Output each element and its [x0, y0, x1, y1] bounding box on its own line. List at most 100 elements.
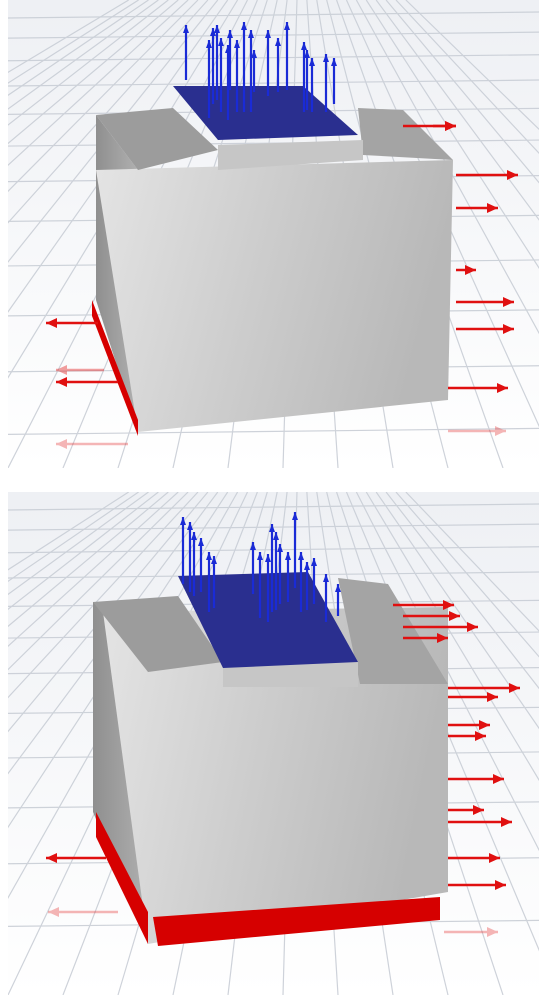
vertical-arrowhead: [234, 40, 240, 48]
lateral-force-arrow-icon: [393, 600, 454, 610]
vertical-arrowhead: [206, 552, 212, 560]
vertical-arrowhead: [218, 38, 224, 46]
grid-line: [8, 0, 169, 126]
block-top-right-ledge: [338, 578, 448, 684]
lateral-arrowhead: [48, 907, 59, 917]
lateral-force-arrow-icon: [56, 439, 128, 449]
lateral-arrowhead: [493, 774, 504, 784]
grid-line: [365, 0, 539, 270]
grid-line: [375, 492, 539, 730]
grid-line: [8, 0, 199, 193]
block-step-face: [218, 140, 363, 170]
lateral-force-arrow-icon: [46, 318, 98, 328]
vertical-arrowhead: [335, 584, 341, 592]
grid-line: [8, 0, 209, 224]
lateral-arrowhead: [507, 170, 518, 180]
vertical-arrowhead: [214, 25, 220, 33]
lateral-force-arrow-icon: [448, 774, 504, 784]
grid-line: [8, 0, 219, 263]
vertical-force-group: [180, 512, 341, 622]
vertical-arrowhead: [241, 22, 247, 30]
grid-line: [8, 0, 159, 110]
grid-line: [8, 492, 159, 610]
block-step-face: [223, 662, 358, 687]
grid-line: [8, 31, 539, 39]
vertical-arrowhead: [301, 42, 307, 50]
vertical-arrowhead: [198, 538, 204, 546]
lateral-force-arrow-icon: [444, 927, 498, 937]
lateral-force-arrow-icon: [46, 853, 106, 863]
lateral-arrowhead: [56, 365, 67, 375]
lateral-arrowhead: [487, 692, 498, 702]
vertical-force-group: [183, 22, 337, 120]
grid-line: [8, 79, 539, 87]
grid-line: [8, 427, 539, 435]
lateral-arrowhead: [495, 880, 506, 890]
lateral-arrowhead: [479, 720, 490, 730]
lateral-force-arrow-icon: [48, 907, 118, 917]
vertical-arrowhead: [309, 58, 315, 66]
vertical-arrowhead: [191, 532, 197, 540]
grid-line: [395, 0, 539, 155]
lateral-arrowhead: [445, 121, 456, 131]
base-stripe-side: [92, 300, 138, 436]
grid-line: [375, 0, 539, 221]
lateral-arrowhead: [503, 297, 514, 307]
grid-line: [8, 0, 139, 84]
grid-line: [8, 492, 169, 628]
grid-line: [8, 492, 209, 733]
vertical-arrowhead: [298, 552, 304, 560]
grid-line: [365, 492, 539, 782]
lateral-arrowhead: [487, 927, 498, 937]
lateral-arrowhead: [465, 265, 476, 275]
grid-line: [395, 492, 539, 658]
vertical-arrowhead: [265, 554, 271, 562]
lateral-force-arrow-icon: [448, 720, 490, 730]
vertical-arrowhead: [265, 30, 271, 38]
grid-line: [8, 492, 199, 699]
lateral-force-arrow-icon: [448, 383, 508, 393]
grid-line: [8, 11, 539, 19]
lateral-force-arrow-icon: [456, 297, 514, 307]
lateral-arrowhead: [509, 683, 520, 693]
grid-line: [8, 0, 229, 313]
lateral-arrowhead: [46, 853, 57, 863]
lateral-force-group: [46, 600, 520, 937]
vertical-arrowhead: [331, 58, 337, 66]
grid-line: [8, 546, 539, 554]
vertical-arrowhead: [206, 40, 212, 48]
lateral-arrowhead: [501, 817, 512, 827]
simulation-viewport-bottom[interactable]: [8, 492, 539, 995]
grid-line: [355, 0, 539, 335]
grid-line: [8, 523, 539, 531]
block-front-face: [103, 607, 448, 944]
lateral-force-arrow-icon: [433, 121, 456, 131]
lateral-arrowhead: [503, 324, 514, 334]
vertical-arrowhead: [227, 30, 233, 38]
lateral-arrowhead: [473, 805, 484, 815]
lateral-arrowhead: [449, 611, 460, 621]
block-top-left-ledge: [96, 108, 218, 170]
lateral-force-arrow-icon: [456, 170, 518, 180]
lateral-arrowhead: [56, 439, 67, 449]
lateral-force-arrow-icon: [448, 426, 506, 436]
grid-line: [8, 503, 539, 511]
vertical-arrowhead: [248, 30, 254, 38]
vertical-arrowhead: [292, 512, 298, 520]
grid-line: [8, 54, 539, 62]
grid-line: [8, 0, 239, 379]
lateral-force-arrow-icon: [448, 683, 520, 693]
vertical-arrowhead: [257, 552, 263, 560]
render-canvas-bottom: [8, 492, 539, 995]
simulation-viewport-top[interactable]: [8, 0, 539, 468]
lateral-arrowhead: [475, 731, 486, 741]
lateral-force-arrow-icon: [448, 805, 484, 815]
lateral-force-arrow-icon: [448, 817, 512, 827]
grid-line: [345, 492, 539, 952]
lateral-arrowhead: [489, 853, 500, 863]
lateral-arrowhead: [56, 377, 67, 387]
vertical-arrowhead: [273, 532, 279, 540]
lateral-force-group: [46, 121, 518, 449]
block-top-right-ledge: [358, 108, 453, 160]
grid-line: [355, 492, 539, 852]
